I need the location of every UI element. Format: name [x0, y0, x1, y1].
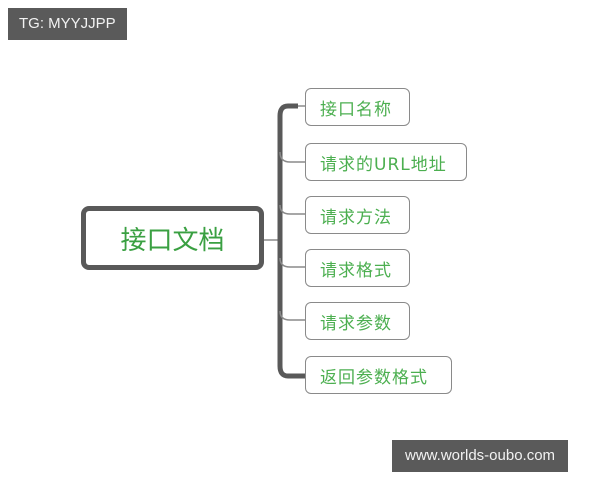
- node-label: 接口名称: [320, 99, 392, 120]
- node-label: 请求参数: [320, 313, 392, 334]
- child-node-response-format[interactable]: 返回参数格式: [305, 356, 452, 394]
- root-node-label: 接口文档: [120, 225, 225, 256]
- watermark-bottom-right: www.worlds-oubo.com: [392, 440, 569, 472]
- watermark-top-left: TG: MYYJJPP: [8, 8, 127, 40]
- child-node-interface-name[interactable]: 接口名称: [305, 88, 410, 126]
- child-node-request-format[interactable]: 请求格式: [305, 249, 410, 287]
- node-label: 请求格式: [320, 260, 392, 281]
- child-node-request-url[interactable]: 请求的URL地址: [305, 143, 467, 181]
- node-label: 请求方法: [320, 207, 392, 228]
- child-node-request-params[interactable]: 请求参数: [305, 302, 410, 340]
- child-node-request-method[interactable]: 请求方法: [305, 196, 410, 234]
- root-node[interactable]: 接口文档: [81, 206, 264, 270]
- node-label: 请求的URL地址: [320, 154, 447, 175]
- node-label: 返回参数格式: [320, 367, 428, 388]
